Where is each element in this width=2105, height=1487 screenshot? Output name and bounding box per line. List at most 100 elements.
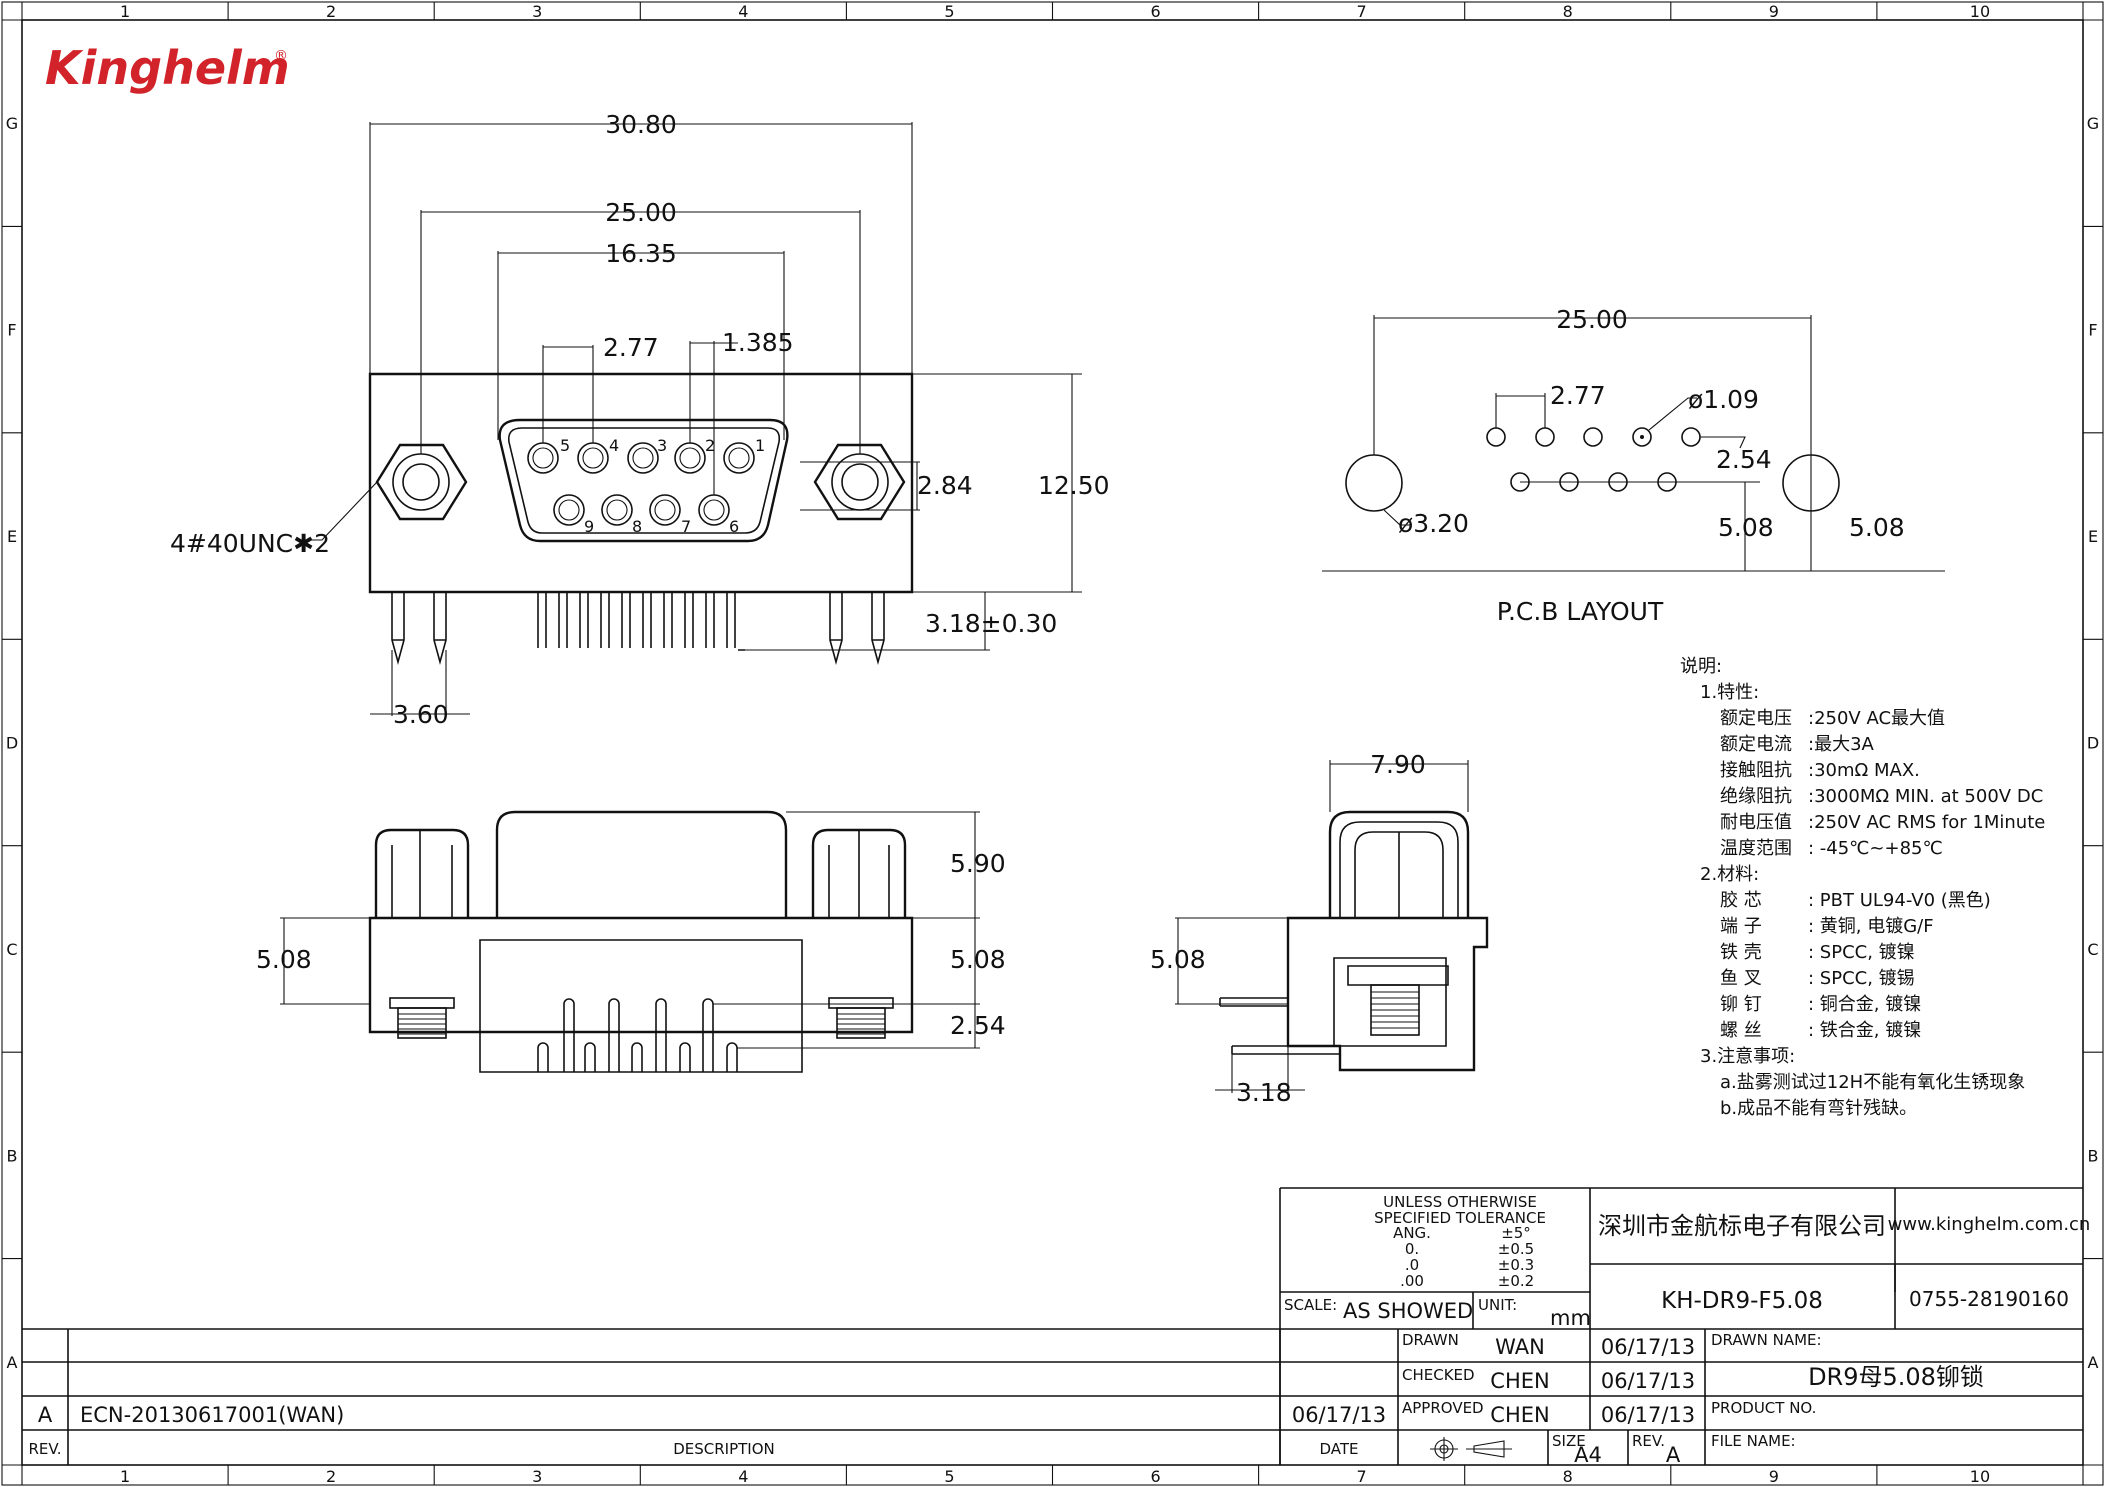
pcb-dim-pin-pitch: 2.77	[1550, 381, 1606, 410]
right-hex-standoff	[813, 443, 906, 521]
tolerance-value: ±0.2	[1498, 1272, 1534, 1290]
side-nut	[1354, 831, 1444, 918]
column-label: 8	[1563, 1467, 1573, 1486]
pin-number-2: 2	[705, 436, 715, 455]
drawn-name-label: DRAWN NAME:	[1711, 1331, 1822, 1349]
row-label: B	[2088, 1146, 2099, 1165]
notes-section-title: 1.特性:	[1700, 682, 1759, 703]
revision-block: A ECN-20130617001(WAN) 06/17/13 REV. DES…	[29, 1403, 1387, 1458]
column-label: 6	[1150, 1467, 1160, 1486]
column-label: 3	[532, 2, 542, 21]
approved-date: 06/17/13	[1601, 1403, 1695, 1427]
column-label: 1	[120, 2, 130, 21]
approved-by: CHEN	[1490, 1403, 1549, 1427]
dim-shell-width: 16.35	[605, 239, 677, 268]
side-pin-lower	[1231, 1045, 1340, 1055]
column-label: 8	[1563, 2, 1573, 21]
column-label: 5	[944, 2, 954, 21]
pcb-dim-row-to-edge: 5.08	[1718, 513, 1774, 542]
column-label: 9	[1769, 1467, 1779, 1486]
notes-item-value: : 铜合金, 镀镍	[1808, 994, 1921, 1015]
notes-item-label: 绝缘阻抗	[1720, 786, 1792, 807]
dim-pin-pitch: 2.77	[603, 333, 659, 362]
notes-item-value: :250V AC RMS for 1Minute	[1808, 812, 2045, 833]
tolerance-value: ±0.5	[1498, 1240, 1534, 1258]
side-dim-width: 7.90	[1370, 750, 1426, 779]
bottom-dim-left-height: 5.08	[256, 945, 312, 974]
bottom-left-rivet	[389, 997, 455, 1039]
row-label: E	[7, 527, 17, 546]
notes-item-value: :30mΩ MAX.	[1808, 760, 1920, 781]
notes-item-label: 耐电压值	[1720, 812, 1792, 833]
notes-item-value: : -45℃~+85℃	[1808, 838, 1943, 859]
pcb-left-mount-hole	[1345, 454, 1403, 512]
tolerance-heading-2: SPECIFIED TOLERANCE	[1374, 1209, 1546, 1227]
logo-text: Kinghelm	[45, 41, 290, 95]
checked-date: 06/17/13	[1601, 1369, 1695, 1393]
notes-item-label: 胶 芯	[1720, 890, 1762, 911]
company-name: 深圳市金航标电子有限公司	[1598, 1212, 1886, 1240]
row-label: C	[6, 940, 17, 959]
revision-description: ECN-20130617001(WAN)	[80, 1403, 344, 1427]
pin-number-3: 3	[657, 436, 667, 455]
kinghelm-logo: Kinghelm ®	[45, 41, 290, 95]
pcb-dim-mount-pitch: 25.00	[1556, 305, 1628, 334]
notes-item-value: :3000MΩ MIN. at 500V DC	[1808, 786, 2043, 807]
tolerance-table: ANG.±5°0.±0.5.0±0.3.00±0.2	[1393, 1224, 1534, 1290]
pcb-dim-mount-to-edge: 5.08	[1849, 513, 1905, 542]
row-label: D	[6, 734, 18, 753]
row-label: G	[6, 114, 18, 133]
tolerance-value: ±5°	[1501, 1224, 1531, 1242]
file-name-label: FILE NAME:	[1711, 1432, 1796, 1450]
title-block: UNLESS OTHERWISE SPECIFIED TOLERANCE ANG…	[22, 1187, 2091, 1467]
side-view: 7.90 5.08 3.18	[1150, 750, 1489, 1107]
dim-row-spacing: 2.84	[917, 471, 973, 500]
notes-item-value: : PBT UL94-V0 (黑色)	[1808, 890, 1991, 911]
column-label: 3	[532, 1467, 542, 1486]
row-label: A	[2088, 1353, 2099, 1372]
tolerance-key: 0.	[1405, 1240, 1419, 1258]
pcb-layout-title: P.C.B LAYOUT	[1497, 597, 1664, 626]
pin-number-5: 5	[560, 436, 570, 455]
row-label: A	[7, 1353, 18, 1372]
notes-section-title: 3.注意事项:	[1700, 1046, 1795, 1067]
front-flange	[368, 372, 914, 594]
pcb-layout-view: 25.00 2.77 ø1.09 2.54 ø3.20 5.08 5.08 P.…	[1322, 305, 1945, 626]
tolerance-key: ANG.	[1393, 1224, 1431, 1242]
column-label: 5	[944, 1467, 954, 1486]
notes-item-label: 铁 壳	[1720, 942, 1762, 963]
pin-tails	[537, 592, 745, 651]
scale-label: SCALE:	[1284, 1296, 1337, 1314]
column-label: 4	[738, 2, 748, 21]
notes-heading: 说明:	[1680, 656, 1722, 677]
row-label: E	[2088, 527, 2098, 546]
product-no-label: PRODUCT NO.	[1711, 1399, 1816, 1417]
notes-section-title: 2.材料:	[1700, 864, 1759, 885]
checked-by: CHEN	[1490, 1369, 1549, 1393]
row-label: F	[2088, 321, 2097, 340]
dim-leg-width: 3.60	[393, 700, 449, 729]
pcb-dim-row-offset: 2.54	[1716, 445, 1772, 474]
row-label: C	[2087, 940, 2098, 959]
dim-mount-hole-pitch: 25.00	[605, 198, 677, 227]
revision-letter: A	[38, 1403, 53, 1427]
d-shell-inner	[507, 427, 781, 534]
notes-item-label: 接触阻抗	[1720, 760, 1792, 781]
pcb-dimension-lines	[1322, 315, 1945, 572]
date-label: DATE	[1319, 1440, 1358, 1458]
drawn-date: 06/17/13	[1601, 1335, 1695, 1359]
side-dim-height: 5.08	[1150, 945, 1206, 974]
company-website: www.kinghelm.com.cn	[1888, 1214, 2091, 1235]
drawn-label: DRAWN	[1402, 1331, 1459, 1349]
row-label: G	[2087, 114, 2099, 133]
row-label: B	[7, 1146, 18, 1165]
bottom-dim-pin-row: 2.54	[950, 1011, 1006, 1040]
pin-row-bottom	[553, 494, 730, 526]
bottom-dim-right-height: 5.08	[950, 945, 1006, 974]
revision-rev-column-header: REV.	[29, 1440, 62, 1458]
bottom-shell-outline	[495, 810, 788, 918]
column-label: 2	[326, 2, 336, 21]
notes-item-value: b.成品不能有弯针残缺。	[1720, 1098, 1917, 1119]
bottom-flange	[368, 916, 914, 1034]
